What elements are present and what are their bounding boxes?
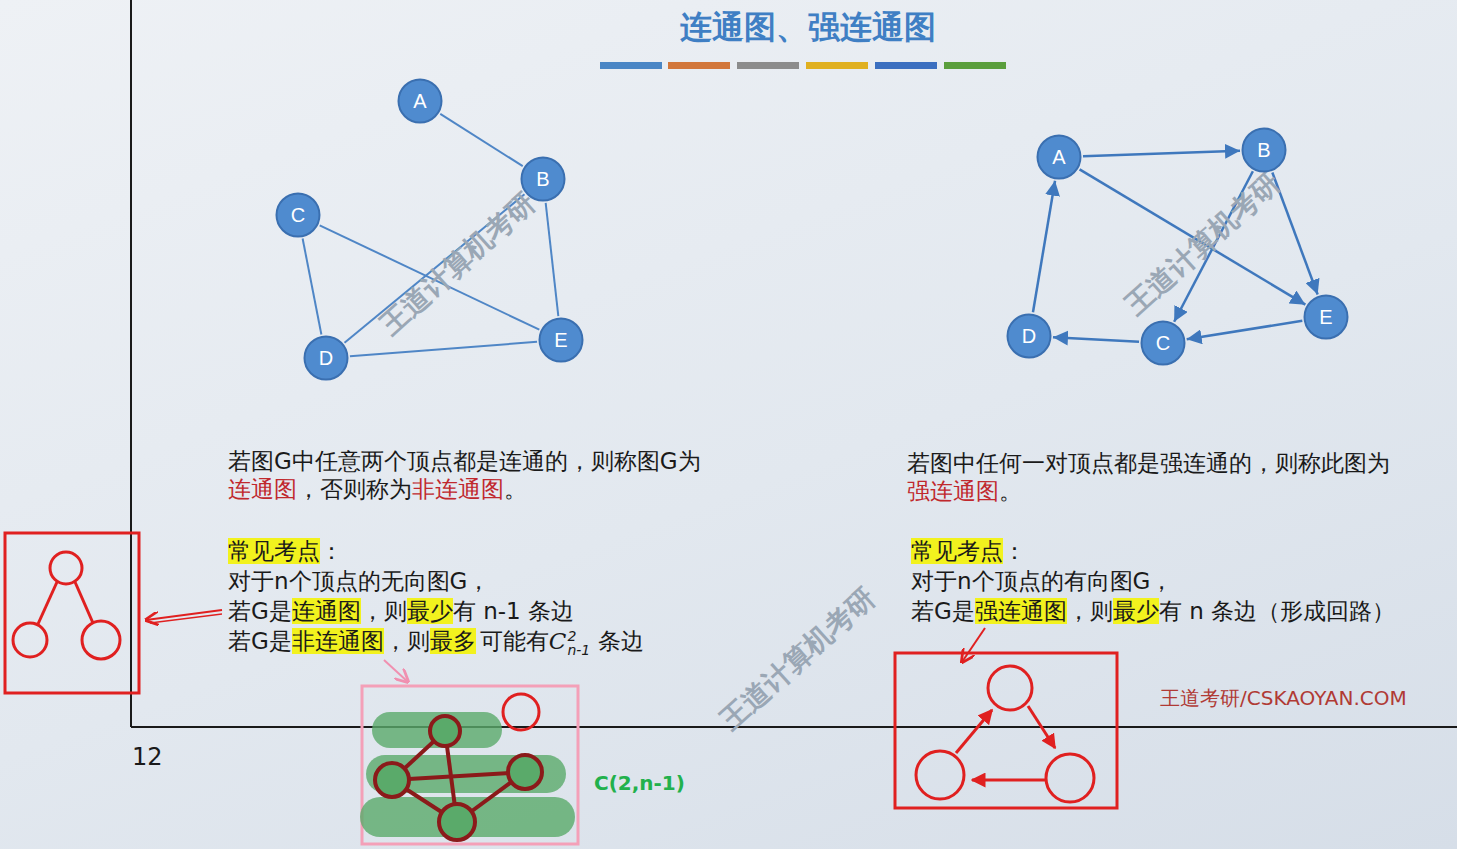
highlighted-term: 最少 (1113, 598, 1159, 624)
title-color-bar (600, 62, 1006, 69)
text-line: 若G是强连通图，则最少有 n 条边（形成回路） (911, 596, 1395, 626)
text-line: 若G是非连通图，则最多可能有C2n-1 条边 (228, 626, 644, 657)
vertex-label: C (1140, 320, 1186, 366)
body-text: 对于n个顶点的有向图G， (911, 568, 1173, 594)
vertex-label: E (538, 317, 584, 363)
body-text: ，则 (361, 598, 407, 624)
body-text: ，否则称为 (297, 476, 412, 502)
vertex-label: A (397, 78, 443, 124)
text-line: 常见考点： (228, 536, 343, 566)
graph-edge (440, 114, 522, 166)
highlighted-term: 强连通图 (975, 598, 1067, 624)
body-text: ： (320, 538, 343, 564)
frame-line (131, 726, 1457, 728)
body-text: 若G是 (228, 598, 292, 624)
vertex-label: A (1036, 134, 1082, 180)
vertex-label: E (1303, 294, 1349, 340)
watermark: 王道计算机考研 (372, 184, 543, 343)
disconnected-sketch (360, 686, 578, 844)
body-text: ，则 (384, 628, 430, 654)
footer-brand: 王道考研/CSKAOYAN.COM (1160, 685, 1407, 712)
text-line: 若图中任何一对顶点都是强连通的，则称此图为 (907, 448, 1390, 478)
body-text: 若图中任何一对顶点都是强连通的，则称此图为 (907, 450, 1390, 476)
body-text: 若图G中任意两个顶点都是连通的，则称图G为 (228, 448, 701, 474)
body-text: 有 n 条边（形成回路） (1159, 598, 1395, 624)
highlighted-term: 常见考点 (228, 538, 320, 564)
text-line: 对于n个顶点的无向图G， (228, 566, 490, 596)
page-number: 12 (132, 743, 163, 771)
highlighted-term: 连通图 (292, 598, 361, 624)
text-line: 常见考点： (911, 536, 1026, 566)
graph-edge (546, 203, 559, 316)
text-line: 若图G中任意两个顶点都是连通的，则称图G为 (228, 446, 701, 476)
directed-arc (1053, 337, 1139, 341)
graph-vertex: E (1303, 294, 1349, 340)
highlighted-term: 非连通图 (292, 628, 384, 654)
vertex-label: C (275, 192, 321, 238)
graph-vertex: D (303, 335, 349, 381)
defined-term: 非连通图 (412, 476, 504, 502)
vertex-label: D (1006, 313, 1052, 359)
text-line: 若G是连通图，则最少有 n-1 条边 (228, 596, 574, 626)
body-text: C (549, 628, 567, 654)
highlighted-term: 最少 (407, 598, 453, 624)
callout-arrow (150, 614, 222, 623)
body-text: 条边 (598, 628, 644, 654)
body-text: 有 n-1 条边 (453, 598, 574, 624)
text-line: 对于n个顶点的有向图G， (911, 566, 1173, 596)
highlighted-term: 最多 (430, 628, 476, 654)
graph-vertex: B (1241, 127, 1287, 173)
body-text: 对于n个顶点的无向图G， (228, 568, 490, 594)
graph-vertex: E (538, 317, 584, 363)
defined-term: 强连通图 (907, 478, 999, 504)
text-line: 连通图，否则称为非连通图。 (228, 474, 527, 504)
vertex-label: B (1241, 127, 1287, 173)
directed-arc (1083, 151, 1240, 156)
defined-term: 连通图 (228, 476, 297, 502)
cycle-sketch (895, 653, 1117, 808)
formula-index: n-1 (567, 643, 590, 657)
formula-note: C(2,n-1) (594, 771, 685, 795)
directed-arc (1187, 321, 1303, 339)
callout-arrow (384, 660, 408, 682)
formula-index: 2 (567, 629, 590, 643)
formula-indices: 2n-1 (567, 629, 590, 657)
watermark: 王道计算机考研 (1117, 164, 1288, 323)
watermark: 王道计算机考研 (712, 579, 883, 738)
body-text: 可能有 (480, 628, 549, 654)
vertex-label: B (520, 156, 566, 202)
body-text: 。 (504, 476, 527, 502)
text-line: 强连通图。 (907, 476, 1022, 506)
directed-arc (1033, 181, 1055, 313)
slide-title: 连通图、强连通图 (680, 6, 936, 50)
graph-vertex: A (1036, 134, 1082, 180)
body-text: ，则 (1067, 598, 1113, 624)
body-text: 若G是 (911, 598, 975, 624)
tree-sketch (5, 533, 139, 693)
frame-line (130, 0, 132, 727)
graph-edge (350, 342, 537, 356)
highlighted-term: 常见考点 (911, 538, 1003, 564)
graph-vertex: C (275, 192, 321, 238)
vertex-label: D (303, 335, 349, 381)
graph-vertex: A (397, 78, 443, 124)
callout-arrow (962, 628, 985, 662)
body-text: ： (1003, 538, 1026, 564)
graph-edge (303, 239, 322, 335)
graph-vertex: D (1006, 313, 1052, 359)
body-text: 若G是 (228, 628, 292, 654)
graph-vertex: B (520, 156, 566, 202)
graph-vertex: C (1140, 320, 1186, 366)
body-text: 。 (999, 478, 1022, 504)
